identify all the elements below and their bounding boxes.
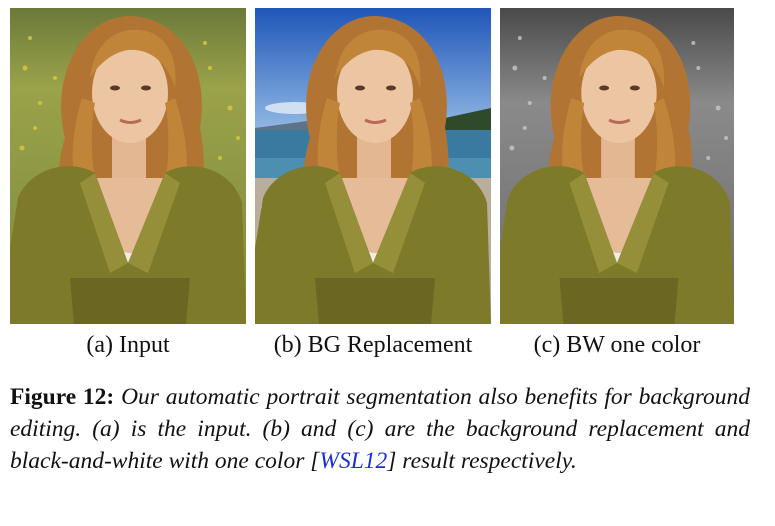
caption-input: (a) Input [86, 332, 170, 358]
figure-text-1: Our automatic portrait segmentation also… [10, 384, 751, 474]
figure-panels [10, 8, 762, 324]
citation-link[interactable]: WSL12 [319, 448, 388, 474]
caption-bw-one-color: (c) BW one color [533, 332, 701, 358]
bg-replacement-image [255, 8, 491, 324]
input-image [10, 8, 246, 324]
figure-label: Figure 12: [10, 384, 115, 410]
caption-bg-replacement: (b) BG Replacement [273, 332, 473, 358]
bw-one-color-image [500, 8, 734, 324]
figure-caption: Figure 12: Our automatic portrait segmen… [10, 381, 750, 477]
subfigure-captions: (a) Input (b) BG Replacement (c) BW one … [10, 332, 762, 364]
figure-text-2: ] result respectively. [387, 448, 577, 474]
